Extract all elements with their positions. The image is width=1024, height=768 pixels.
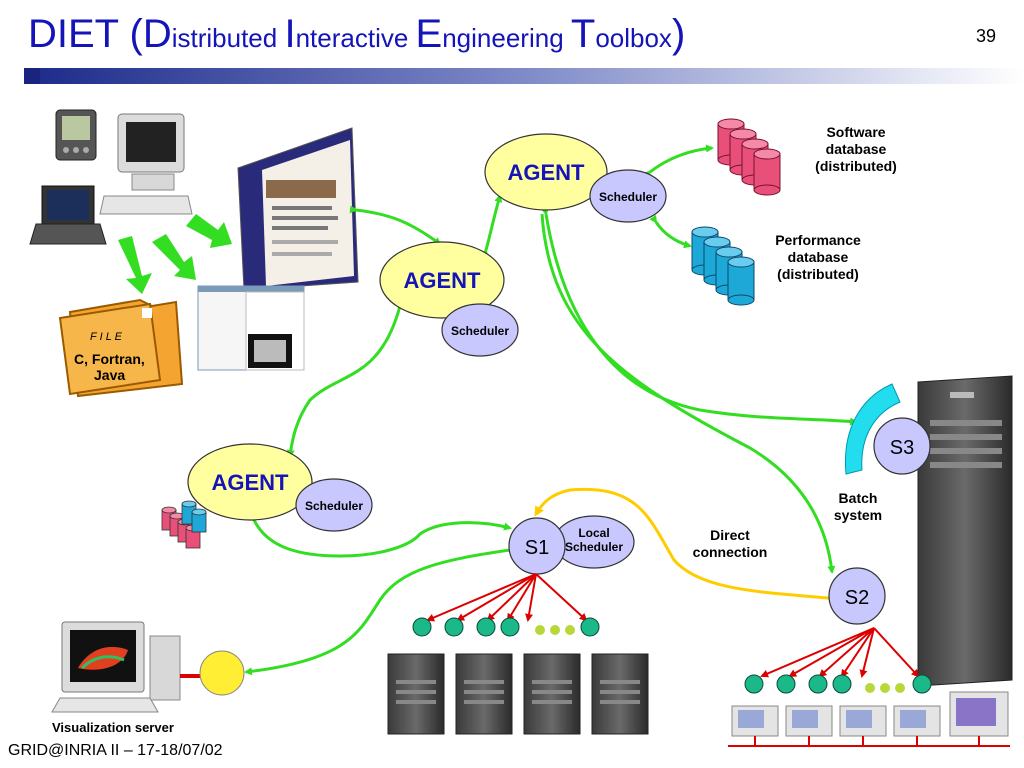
title-suffix: ) bbox=[671, 12, 686, 56]
application-window-screenshot bbox=[197, 285, 305, 371]
software-database-icon bbox=[717, 118, 781, 196]
s1-label: S1 bbox=[525, 537, 549, 559]
agent-middle-label: AGENT bbox=[404, 268, 482, 293]
scheduler-top bbox=[589, 169, 667, 223]
s3-label: S3 bbox=[890, 437, 914, 459]
slide-title: DIET (Distributed Interactive Engineerin… bbox=[28, 14, 685, 54]
title-word-interactive: nteractive bbox=[295, 23, 416, 53]
s1-scheduler-line2: Scheduler bbox=[565, 540, 623, 554]
s1-server-racks bbox=[387, 653, 649, 735]
agent-top bbox=[484, 133, 608, 211]
file-folder-line1: C, Fortran, bbox=[74, 351, 145, 367]
laptop-icon bbox=[29, 185, 107, 245]
visualization-server-label: Visualization server bbox=[52, 720, 174, 735]
client-green-arrows bbox=[118, 214, 232, 294]
performance-db-line1: Performance bbox=[775, 232, 861, 248]
s1-compute-nodes bbox=[412, 617, 600, 637]
pda-icon bbox=[55, 109, 97, 161]
footer-text: GRID@INRIA II – 17-18/07/02 bbox=[8, 742, 223, 759]
s2-compute-nodes bbox=[744, 674, 932, 694]
scheduler-bottom-label: Scheduler bbox=[305, 499, 363, 513]
desktop-computer-icon bbox=[99, 113, 193, 215]
s3-node bbox=[873, 417, 931, 475]
batch-label-line1: Batch bbox=[839, 490, 878, 506]
software-db-line2: database bbox=[826, 141, 887, 157]
s2-node bbox=[828, 567, 886, 625]
s1-ellipsis-dots bbox=[535, 625, 575, 635]
scheduler-top-label: Scheduler bbox=[599, 190, 657, 204]
performance-db-line2: database bbox=[788, 249, 849, 265]
scheduler-bottom bbox=[295, 478, 373, 532]
performance-database-icon bbox=[691, 226, 755, 306]
direct-connection-line2: connection bbox=[693, 544, 768, 560]
page-number: 39 bbox=[975, 26, 996, 46]
agent-bottom-label: AGENT bbox=[212, 470, 290, 495]
scheduler-middle-label: Scheduler bbox=[451, 324, 509, 338]
file-folder-tab-label: F I L E bbox=[90, 331, 123, 343]
file-folder-icon bbox=[58, 298, 184, 398]
visualization-server-icon bbox=[51, 621, 200, 713]
title-prefix: DIET ( bbox=[28, 12, 143, 56]
title-letter-d: D bbox=[142, 12, 172, 56]
title-word-engineering: ngineering bbox=[442, 23, 571, 53]
agent-middle bbox=[379, 241, 505, 319]
software-db-line1: Software bbox=[826, 124, 885, 140]
scheduler-middle bbox=[441, 303, 519, 357]
s2-network-bus bbox=[728, 736, 1010, 747]
batch-label-line2: system bbox=[834, 507, 882, 523]
title-letter-t: T bbox=[570, 12, 596, 56]
direct-connection-line1: Direct bbox=[710, 527, 750, 543]
direct-connection-arrow bbox=[534, 487, 836, 604]
s2-label: S2 bbox=[845, 587, 869, 609]
title-letter-i: I bbox=[284, 12, 296, 56]
browser-window-screenshot bbox=[237, 127, 359, 291]
agent-bottom bbox=[187, 443, 313, 521]
title-underline-bar bbox=[24, 68, 1024, 84]
s2-ellipsis-dots bbox=[865, 683, 905, 693]
visualization-node bbox=[199, 650, 245, 696]
title-word-distributed: istributed bbox=[171, 23, 285, 53]
title-letter-e: E bbox=[415, 12, 443, 56]
s2-workstations bbox=[731, 691, 1009, 737]
performance-db-line3: (distributed) bbox=[777, 266, 859, 282]
small-database-icon bbox=[161, 500, 207, 549]
s1-distribution-lines bbox=[426, 573, 588, 622]
s2-distribution-lines bbox=[760, 627, 920, 678]
software-db-line3: (distributed) bbox=[815, 158, 897, 174]
s3-server-tower-icon bbox=[917, 375, 1013, 687]
file-folder-line2: Java bbox=[94, 367, 125, 383]
batch-system-shape bbox=[844, 383, 901, 475]
s1-scheduler-line1: Local bbox=[578, 526, 609, 540]
title-word-toolbox: oolbox bbox=[595, 23, 672, 53]
agent-top-label: AGENT bbox=[508, 160, 586, 185]
